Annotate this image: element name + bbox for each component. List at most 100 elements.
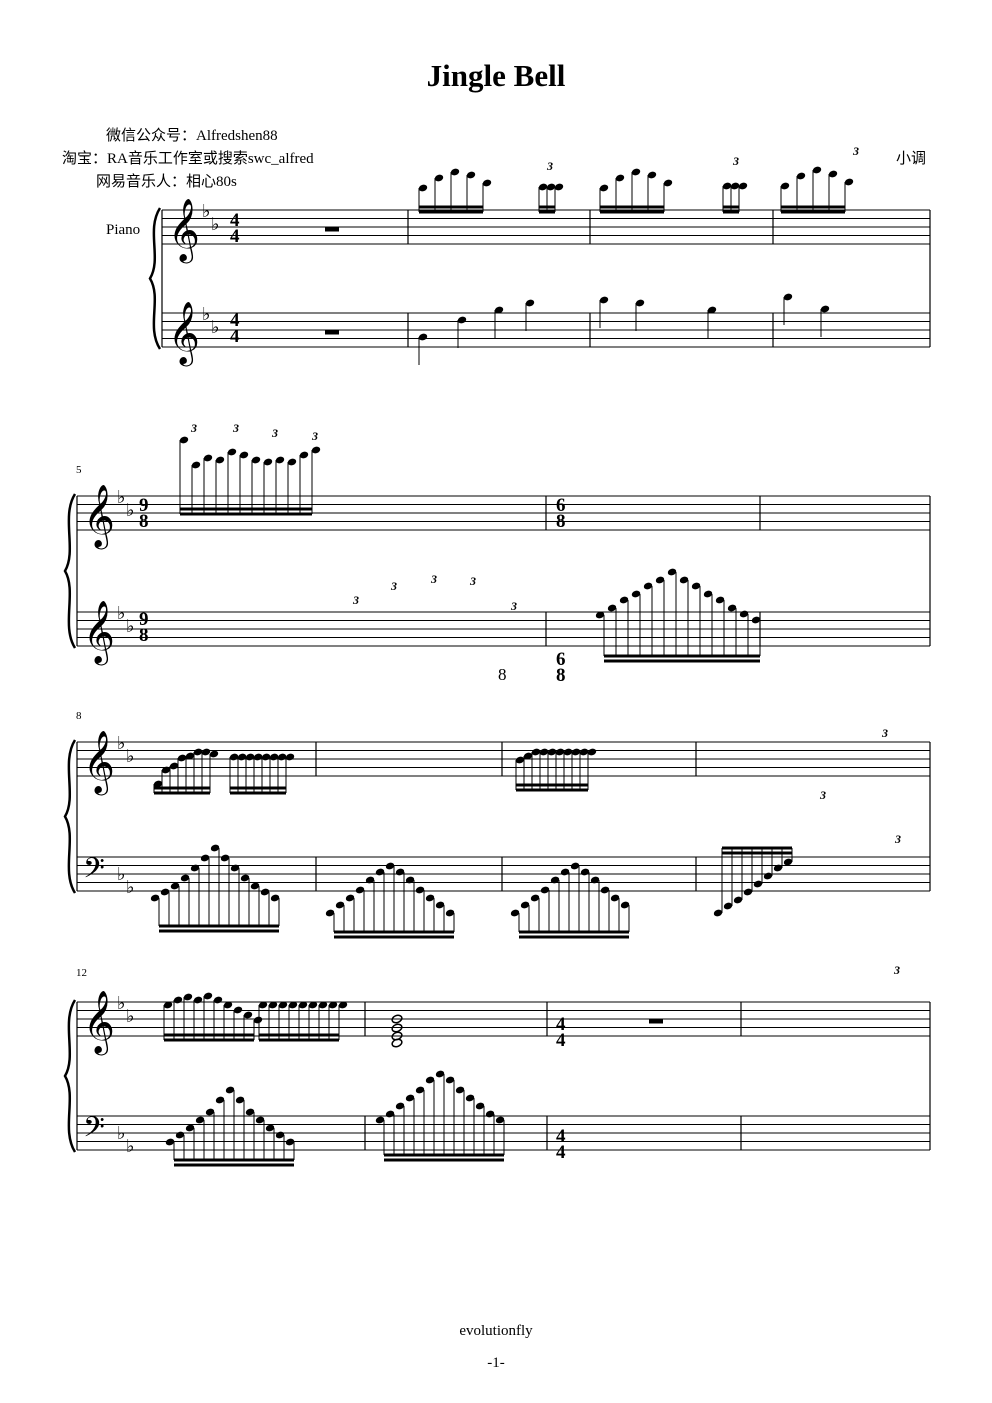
note-head <box>285 1138 295 1146</box>
note-head <box>298 1001 308 1009</box>
note-head <box>318 1001 328 1009</box>
note-head <box>395 1102 405 1110</box>
note-head <box>595 611 605 619</box>
brace <box>63 739 77 894</box>
note-head <box>288 1001 298 1009</box>
flat-sign: ♭ <box>202 201 211 222</box>
note-head <box>177 754 187 762</box>
note-head <box>287 458 297 466</box>
note-head <box>338 1001 348 1009</box>
time-sig-m14-top-den: 4 <box>556 1030 566 1051</box>
note-head <box>203 992 213 1000</box>
note-head <box>580 868 590 876</box>
note-head <box>225 1086 235 1094</box>
time-sig-m6-bot-num: 6 <box>556 649 566 670</box>
note-head <box>185 1124 195 1132</box>
note-head <box>415 886 425 894</box>
brace <box>148 207 162 350</box>
note-head <box>590 876 600 884</box>
note-head <box>251 456 261 464</box>
note-head <box>268 1001 278 1009</box>
note-head <box>485 1110 495 1118</box>
note-head <box>205 1108 215 1116</box>
note-head <box>570 862 580 870</box>
triplet-mark: 3 <box>430 572 437 586</box>
note-head <box>195 1116 205 1124</box>
triplet-mark: 3 <box>510 599 517 613</box>
note-head <box>311 446 321 454</box>
triplet-mark: 3 <box>852 144 859 158</box>
note-head <box>554 183 564 191</box>
note-head <box>733 896 743 904</box>
note-head <box>555 748 565 756</box>
note-head <box>375 868 385 876</box>
note-head <box>828 170 838 178</box>
note-head <box>667 568 677 576</box>
flat-sign: ♭ <box>202 304 211 325</box>
triplet-mark: 3 <box>271 426 278 440</box>
note-head <box>520 901 530 909</box>
triplet-mark: 3 <box>881 726 888 740</box>
note-head <box>253 753 263 761</box>
note-head <box>245 1108 255 1116</box>
note-head <box>229 753 239 761</box>
triplet-mark: 3 <box>893 963 900 977</box>
note-head <box>751 616 761 624</box>
note-head <box>615 174 625 182</box>
note-head <box>385 1110 395 1118</box>
note-head <box>335 901 345 909</box>
triplet-mark: 3 <box>190 421 197 435</box>
piano-braces <box>63 207 162 1153</box>
time-sig-m6-bot-den: 8 <box>556 665 566 686</box>
time-sig-bottom-denominator: 4 <box>230 326 240 347</box>
note-head <box>739 610 749 618</box>
stems-and-beams <box>153 170 846 1167</box>
note-head <box>180 874 190 882</box>
note-head <box>434 174 444 182</box>
note-head <box>213 996 223 1004</box>
whole-rest <box>325 330 339 335</box>
note-head <box>201 748 211 756</box>
note-head <box>619 596 629 604</box>
note-head <box>355 886 365 894</box>
note-head <box>328 1001 338 1009</box>
barlines <box>76 210 931 1150</box>
note-head <box>599 296 609 304</box>
note-head <box>571 748 581 756</box>
note-head <box>643 582 653 590</box>
whole-rest <box>649 1019 663 1024</box>
time-sig-top-denominator: 4 <box>230 226 240 247</box>
bass-clef: 𝄢 <box>83 1111 105 1151</box>
flat-sign: ♭ <box>211 317 220 338</box>
brace <box>63 493 77 649</box>
note-head <box>691 582 701 590</box>
note-head <box>275 1131 285 1139</box>
note-head <box>579 748 589 756</box>
note-head <box>235 1096 245 1104</box>
note-head <box>631 590 641 598</box>
note-head <box>278 1001 288 1009</box>
note-head <box>237 753 247 761</box>
treble-clef: 𝄞 <box>83 990 115 1056</box>
note-head <box>275 456 285 464</box>
note-head <box>783 293 793 301</box>
note-head <box>707 306 717 314</box>
note-head <box>193 748 203 756</box>
note-head <box>482 179 492 187</box>
note-head <box>663 179 673 187</box>
note-head <box>563 748 573 756</box>
note-head <box>647 171 657 179</box>
time-sig-bottom-numerator: 4 <box>230 310 240 331</box>
note-head <box>635 299 645 307</box>
note-head <box>175 1131 185 1139</box>
note-head <box>179 436 189 444</box>
note-head <box>255 1116 265 1124</box>
note-head <box>227 448 237 456</box>
note-head <box>457 316 467 324</box>
note-head <box>385 862 395 870</box>
note-head <box>715 596 725 604</box>
note-heads <box>150 166 854 1146</box>
note-head <box>345 894 355 902</box>
note-head <box>203 454 213 462</box>
